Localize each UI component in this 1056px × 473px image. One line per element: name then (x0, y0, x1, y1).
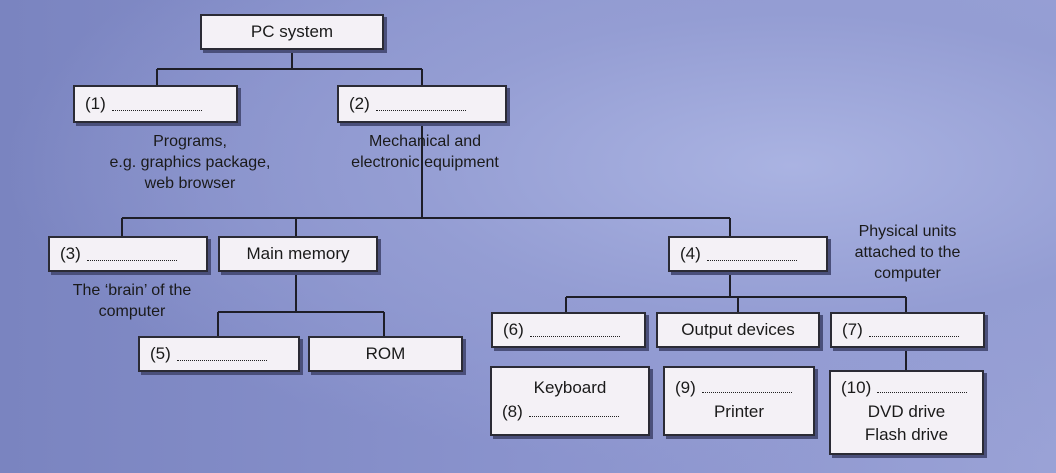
peripherals-note-line: computer (874, 265, 941, 282)
input-example-keyboard: Keyboard (533, 378, 607, 397)
output-example-printer: Printer (713, 402, 765, 421)
software-note: Programs, e.g. graphics package, web bro… (90, 131, 290, 194)
storage-example-blank-label: (10) (841, 378, 872, 397)
connector-root (156, 48, 423, 85)
connector-memory (217, 272, 385, 336)
cpu-note: The ‘brain’ of the computer (42, 280, 222, 322)
input-examples-box: Keyboard (8) (490, 366, 650, 436)
main-memory-box: Main memory (218, 236, 378, 272)
answer-blank (868, 324, 959, 337)
connector-devices (565, 272, 907, 312)
input-example-blank-label: (8) (502, 402, 523, 421)
answer-blank (528, 404, 619, 417)
cpu-box-label: (3) (60, 244, 81, 263)
pc-system-box: PC system (200, 14, 384, 50)
input-devices-box: (6) (491, 312, 646, 348)
storage-box: (7) (830, 312, 985, 348)
output-devices-box: Output devices (656, 312, 820, 348)
input-devices-box-label: (6) (503, 320, 524, 339)
storage-example-blank: (10) (841, 378, 982, 398)
software-note-line: web browser (144, 175, 236, 192)
connector-hardware (121, 125, 731, 236)
software-note-line: e.g. graphics package, (109, 154, 271, 171)
answer-blank (111, 98, 202, 111)
main-memory-label: Main memory (246, 244, 350, 263)
software-note-line: Programs, (153, 133, 227, 150)
output-devices-label: Output devices (681, 320, 795, 339)
storage-box-label: (7) (842, 320, 863, 339)
answer-blank (176, 348, 267, 361)
output-examples-box: (9) Printer (663, 366, 815, 436)
answer-blank (877, 380, 968, 393)
pc-system-label: PC system (250, 22, 334, 41)
ram-box-label: (5) (150, 344, 171, 363)
software-box: (1) (73, 85, 238, 123)
storage-example-item: Flash drive (864, 425, 949, 444)
hardware-box: (2) (337, 85, 507, 123)
rom-box: ROM (308, 336, 463, 372)
peripherals-box-label: (4) (680, 244, 701, 263)
answer-blank (529, 324, 620, 337)
software-box-label: (1) (85, 94, 106, 113)
peripherals-box: (4) (668, 236, 828, 272)
peripherals-note-line: attached to the (854, 244, 961, 261)
cpu-note-line: computer (98, 303, 166, 320)
hardware-box-label: (2) (349, 94, 370, 113)
hardware-note-line: Mechanical and (368, 133, 482, 150)
peripherals-note: Physical units attached to the computer (840, 221, 975, 284)
storage-example-item: DVD drive (867, 402, 946, 421)
rom-label: ROM (365, 344, 406, 363)
peripherals-note-line: Physical units (858, 223, 957, 240)
answer-blank (86, 248, 177, 261)
output-example-blank: (9) (675, 378, 813, 398)
hardware-note: Mechanical and electronic equipment (320, 131, 530, 173)
cpu-box: (3) (48, 236, 208, 272)
hardware-note-line: electronic equipment (351, 154, 499, 171)
answer-blank (701, 380, 792, 393)
answer-blank (375, 98, 466, 111)
output-example-blank-label: (9) (675, 378, 696, 397)
ram-box: (5) (138, 336, 300, 372)
cpu-note-line: The ‘brain’ of the (72, 282, 192, 299)
answer-blank (706, 248, 797, 261)
storage-examples-box: (10) DVD drive Flash drive (829, 370, 984, 455)
input-example-blank: (8) (502, 402, 648, 422)
